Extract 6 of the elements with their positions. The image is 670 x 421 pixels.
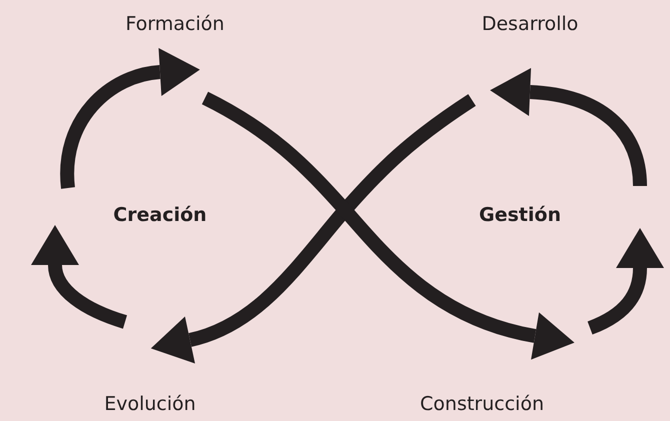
stage-label: Evolución [104,393,196,415]
loop-label: Creación [113,204,207,226]
stage-label: Construcción [420,393,544,415]
stage-label: Desarrollo [482,13,578,35]
loop-label: Gestión [479,204,561,226]
stage-label: Formación [126,13,224,35]
